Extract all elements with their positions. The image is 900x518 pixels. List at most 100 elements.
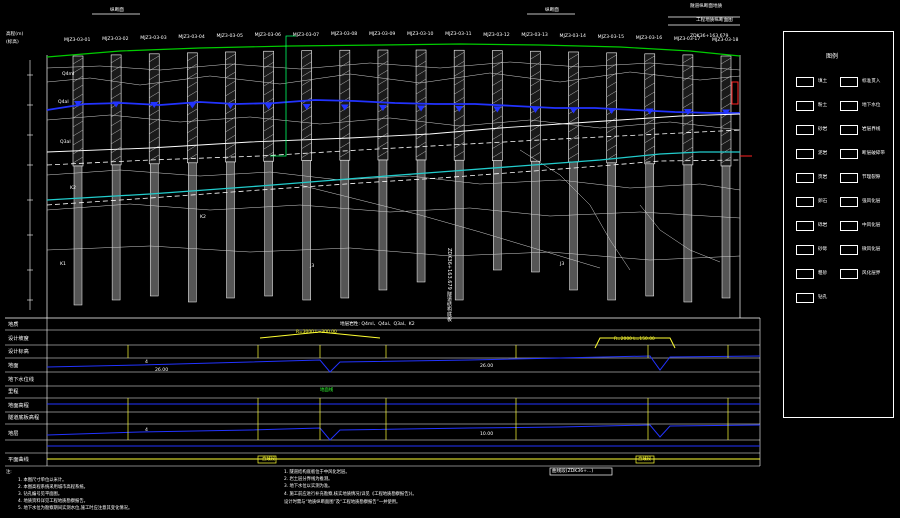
borehole-hatch: [187, 126, 198, 134]
borehole-hatch: [568, 80, 579, 88]
header-right-caption-3: ZDK36+163.679: [690, 34, 729, 39]
borehole-hatch: [110, 119, 122, 127]
legend-symbol: [796, 125, 814, 135]
borehole-hatch: [377, 141, 389, 149]
water-level-marker: [531, 107, 540, 113]
legend-symbol: [840, 173, 858, 183]
borehole-hatch: [644, 100, 655, 108]
borehole-column-lower: [531, 160, 540, 273]
borehole-label: MJZ3-03-02: [102, 36, 129, 42]
borehole-hatch: [454, 142, 465, 149]
water-level-marker: [569, 107, 578, 114]
profile-frame: [5, 55, 760, 319]
legend-item-label: 砂砾: [818, 247, 828, 252]
borehole-hatch: [110, 74, 122, 82]
borehole-column-lower: [188, 162, 197, 303]
borehole-hatch: [263, 88, 274, 96]
borehole-hatch: [720, 102, 732, 110]
borehole-hatch: [339, 61, 350, 68]
borehole-hatch: [720, 93, 732, 101]
borehole-hatch: [149, 91, 160, 99]
ground-note: 地面线: [320, 388, 334, 393]
borehole-hatch: [339, 151, 350, 158]
borehole-hatch: [301, 151, 312, 158]
borehole-hatch: [606, 81, 617, 89]
borehole-hatch: [377, 150, 389, 158]
note-left: 5. 地下水位为勘察期间实测水位,施工时应注意其变化情况。: [18, 506, 133, 511]
strata-label: K2: [70, 186, 76, 191]
borehole-hatch: [682, 83, 694, 91]
borehole-hatch: [110, 155, 122, 163]
note-right: 2. 岩土层分界线为推测。: [284, 477, 333, 482]
borehole-hatch: [492, 70, 503, 77]
borehole-hatch: [339, 52, 350, 59]
borehole-hatch: [568, 98, 579, 106]
borehole-hatch: [263, 151, 274, 159]
borehole-column-lower: [264, 160, 273, 297]
profile-table-grid: [5, 318, 761, 467]
borehole-hatch: [301, 52, 312, 59]
borehole-hatch: [72, 93, 84, 101]
note-left: 1. 本图尺寸单位以米计。: [18, 478, 67, 483]
borehole-hatch: [454, 124, 465, 131]
legend-item-label: 钻孔: [818, 295, 828, 300]
borehole-label: MJZ3-03-15: [597, 34, 625, 40]
borehole-hatch: [263, 124, 274, 132]
borehole-hatch: [682, 56, 694, 64]
borehole-hatch: [301, 70, 312, 77]
borehole-hatch: [530, 61, 541, 69]
borehole-hatch: [454, 79, 465, 86]
legend-symbol: [840, 125, 858, 135]
borehole-hatch: [644, 91, 655, 99]
borehole-column-lower: [493, 160, 502, 271]
borehole-hatch: [187, 63, 198, 71]
borehole-column-upper: [110, 54, 122, 166]
borehole-hatch: [720, 129, 732, 137]
legend-symbol: [796, 269, 814, 279]
borehole-hatch: [225, 134, 236, 142]
borehole-hatch: [415, 87, 427, 95]
legend-symbol: [796, 173, 814, 183]
elevation-axis-subtitle: (标高): [6, 40, 19, 45]
borehole-hatch: [454, 133, 465, 140]
note-right: 4. 施工前应进行补充勘察,核实地质情况(详见《工程地质勘察报告》)。: [284, 492, 417, 497]
header-marks: [92, 13, 740, 26]
table-row-label: 里程: [8, 389, 19, 395]
borehole-hatch: [682, 101, 694, 109]
ground-surface-line: [46, 43, 741, 58]
table-row-label: 设计标高: [8, 349, 29, 355]
borehole-hatch: [644, 154, 655, 162]
legend-symbol: [796, 197, 814, 207]
legend-symbol: [796, 149, 814, 159]
borehole-hatch: [682, 92, 694, 100]
borehole-hatch: [72, 120, 84, 128]
borehole-hatch: [339, 142, 350, 149]
borehole-column-upper: [568, 51, 579, 163]
borehole-hatch: [720, 84, 732, 92]
borehole-hatch: [187, 54, 198, 62]
borehole-hatch: [225, 107, 236, 115]
water-level-marker: [493, 106, 502, 113]
borehole-hatch: [110, 128, 122, 136]
legend-symbol: [796, 293, 814, 303]
strata-label: J3: [560, 262, 565, 267]
table-row-label: 地层: [8, 431, 19, 437]
note-left: 3. 钻孔编号见平面图。: [18, 492, 63, 497]
borehole-hatch: [149, 127, 160, 135]
borehole-hatch: [454, 52, 465, 59]
legend-symbol: [840, 221, 858, 231]
borehole-hatch: [301, 61, 312, 68]
borehole-hatch: [377, 87, 389, 95]
borehole-hatch: [606, 90, 617, 98]
header-right-caption-2: 工程地质纵断面图: [696, 18, 733, 23]
borehole-hatch: [301, 88, 312, 95]
borehole-hatch: [301, 133, 312, 140]
water-level-marker: [302, 104, 311, 110]
borehole-hatch: [644, 127, 655, 135]
borehole-column-lower: [149, 163, 159, 297]
slope-label: 26.00: [155, 368, 169, 373]
borehole-hatch: [606, 72, 617, 80]
borehole-label: MJZ3-03-01: [64, 38, 91, 43]
strata-label: Q4ml: [62, 72, 75, 77]
water-level-marker: [74, 101, 82, 107]
